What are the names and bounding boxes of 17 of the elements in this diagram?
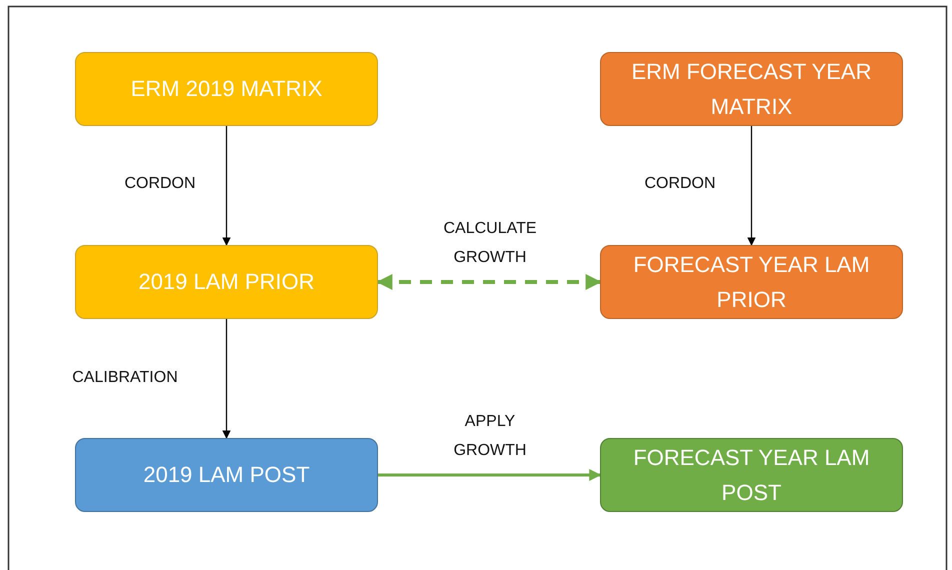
box-label: 2019 LAM POST <box>143 461 310 490</box>
arrow <box>222 126 231 246</box>
process-box <box>600 52 903 126</box>
process-box <box>75 245 378 319</box>
arrow <box>378 469 602 481</box>
box-label: 2019 LAM PRIOR <box>138 268 315 296</box>
process-box <box>75 438 378 512</box>
box-label: FORECAST YEAR LAM POST <box>632 444 871 507</box>
box-label: FORECAST YEAR LAM PRIOR <box>632 250 871 314</box>
process-box <box>75 52 378 126</box>
process-box <box>600 438 903 512</box>
arrow <box>222 319 231 439</box>
arrow <box>376 274 602 290</box>
arrow <box>747 126 756 246</box>
process-box <box>600 245 903 319</box>
box-label: ERM FORECAST YEAR MATRIX <box>630 58 872 121</box>
box-label: ERM 2019 MATRIX <box>130 75 322 104</box>
